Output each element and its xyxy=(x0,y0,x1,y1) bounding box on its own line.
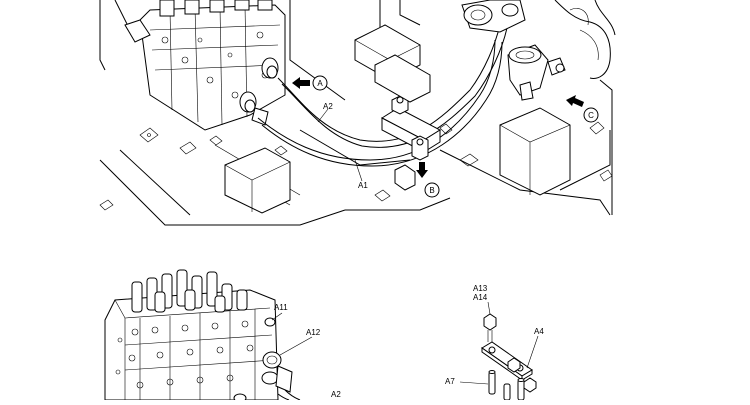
label-a14: A14 xyxy=(473,293,488,302)
label-a2-top: A2 xyxy=(323,102,333,111)
valve-ports xyxy=(115,320,254,389)
detail-view-clamp: A13 A14 A4 A7 xyxy=(445,284,544,401)
label-a12: A12 xyxy=(306,328,321,337)
label-a7: A7 xyxy=(445,377,455,386)
mounting-brackets xyxy=(224,24,571,214)
callout-a: A xyxy=(312,75,328,91)
callout-b: B xyxy=(424,182,440,198)
label-a2-bottom: A2 xyxy=(331,390,341,399)
detail-view-valve: A11 A12 A2 xyxy=(104,269,341,403)
hose-clamp xyxy=(380,95,442,161)
callout-c: C xyxy=(583,107,599,123)
label-a13: A13 xyxy=(473,284,488,293)
view-arrow-b xyxy=(416,162,428,178)
leader-lines-top xyxy=(317,108,363,182)
bolt-a13-a14 xyxy=(483,313,521,373)
small-hardware xyxy=(99,121,613,211)
view-arrow-c xyxy=(566,95,584,107)
hose-fittings-top xyxy=(239,57,279,126)
label-a1: A1 xyxy=(358,181,368,190)
callout-a-text: A xyxy=(317,79,323,88)
upper-right-valve xyxy=(461,0,566,101)
view-arrow-a xyxy=(292,77,310,89)
engine-side-component xyxy=(554,0,616,79)
callout-b-text: B xyxy=(429,186,434,195)
top-view-assembly: A B C A2 A1 xyxy=(99,0,616,226)
nut-a4 xyxy=(523,377,537,393)
label-a11: A11 xyxy=(274,303,288,312)
stud-a7 xyxy=(488,370,525,401)
valve-spool-caps xyxy=(131,269,248,313)
callout-c-text: C xyxy=(588,111,594,120)
label-a4: A4 xyxy=(534,327,544,336)
